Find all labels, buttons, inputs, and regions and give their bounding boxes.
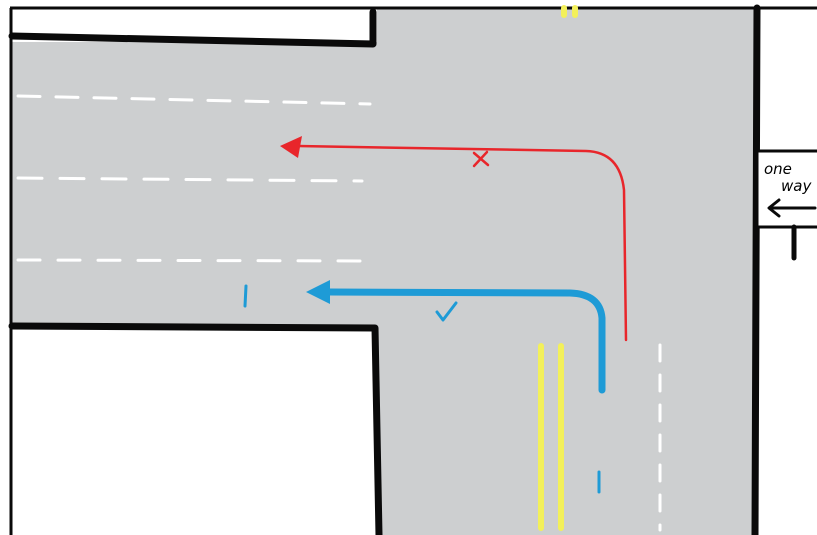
- left-arrow-icon: [767, 198, 817, 218]
- one-way-sign-panel: [755, 149, 817, 229]
- lane-divider-3: [16, 258, 374, 263]
- wrong-path-arrowhead: [280, 136, 302, 158]
- wrong-path-line: [296, 144, 628, 342]
- center-double-yellow-line: [538, 5, 578, 531]
- correct-path-arrowhead: [306, 280, 330, 304]
- curb-right: [751, 4, 761, 535]
- x-mark-icon: [472, 150, 490, 168]
- one-way-sign-line2: way: [781, 177, 812, 195]
- lane-dividers-horizontal: [16, 94, 374, 263]
- correct-path: [243, 280, 606, 494]
- lane-tick-end: [243, 284, 248, 308]
- road-surface: [12, 8, 754, 535]
- lane-divider-2: [16, 176, 364, 183]
- one-way-sign-line1: one: [764, 160, 792, 178]
- wrong-path: [280, 136, 628, 342]
- check-mark-icon: [435, 301, 458, 322]
- correct-path-line: [326, 288, 606, 394]
- one-way-sign: one way: [755, 149, 817, 261]
- curb-bottom-left: [8, 322, 383, 535]
- lane-divider-1: [16, 94, 372, 106]
- curb-top-left: [8, 8, 377, 48]
